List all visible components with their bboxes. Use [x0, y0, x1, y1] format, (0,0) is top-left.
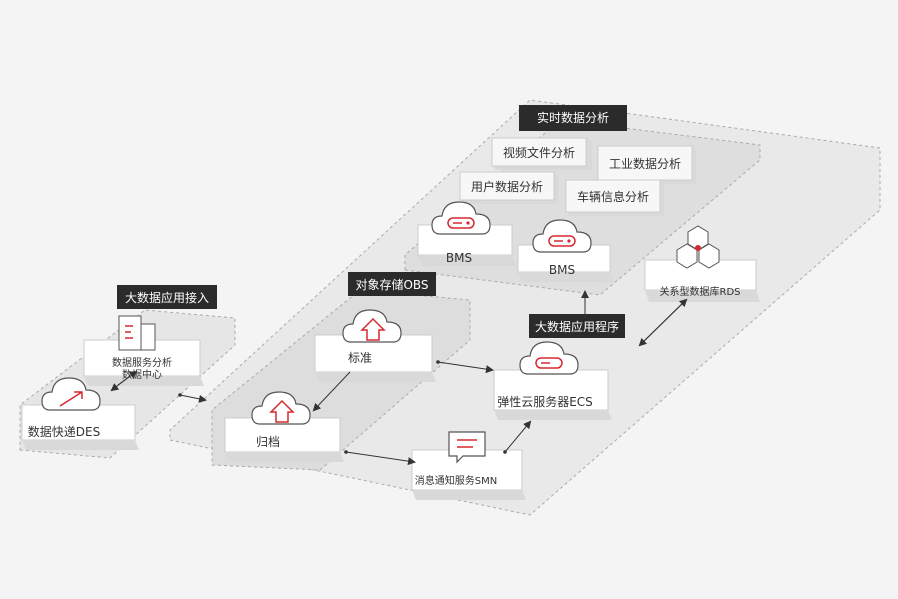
- app-zone: 大数据应用程序: [529, 314, 625, 338]
- des-node-label: 数据快递DES: [28, 424, 100, 439]
- analysis-card-vehicle[interactable]: 车辆信息分析: [565, 179, 664, 216]
- connector-smn-ecs: [504, 420, 532, 453]
- cloud-server-icon: [431, 201, 491, 235]
- access-tag-label: 大数据应用接入: [125, 290, 209, 305]
- analysis-card-video[interactable]: 视频文件分析: [491, 137, 592, 170]
- app-tag: [529, 314, 625, 338]
- data-center-line1: 数据服务分析: [112, 356, 172, 369]
- connector-dots: [178, 360, 507, 454]
- ecs-node[interactable]: 弹性云服务器ECS: [493, 341, 612, 420]
- building-icon: [118, 315, 156, 351]
- connector-archive-smn: [345, 451, 416, 466]
- bms-node-1[interactable]: BMS: [417, 201, 516, 266]
- connector-standard-archive: [312, 371, 351, 412]
- cloud-upload-icon: [251, 391, 311, 425]
- bms-node-1-label: BMS: [446, 251, 472, 265]
- access-tag: [117, 285, 217, 309]
- cloud-upload-icon: [342, 309, 402, 343]
- bms-node-2-label: BMS: [549, 263, 575, 277]
- ecs-node-label: 弹性云服务器ECS: [497, 394, 593, 409]
- smn-node-label: 消息通知服务SMN: [415, 474, 497, 487]
- standard-node-label: 标准: [348, 351, 372, 365]
- connector-standard-ecs: [437, 361, 494, 374]
- rds-node-label: 关系型数据库RDS: [660, 285, 741, 298]
- analysis-card-user-label: 用户数据分析: [471, 179, 543, 194]
- rds-node[interactable]: 关系型数据库RDS: [644, 225, 760, 302]
- archive-node-label: 归档: [256, 435, 280, 449]
- connectors: [110, 290, 688, 466]
- bms-node-2[interactable]: BMS: [517, 219, 614, 282]
- obs-tag: [348, 272, 436, 296]
- analysis-card-user[interactable]: 用户数据分析: [459, 171, 558, 204]
- analysis-card-industry-label: 工业数据分析: [609, 156, 681, 171]
- app-tag-label: 大数据应用程序: [535, 319, 619, 334]
- data-center-node[interactable]: 数据服务分析 数据中心: [83, 315, 204, 386]
- data-center-line2: 数据中心: [122, 368, 162, 381]
- connector-dc-des: [110, 375, 131, 392]
- obs-tag-label: 对象存储OBS: [355, 277, 428, 292]
- cloud-server-icon: [519, 341, 579, 375]
- realtime-tag: [519, 105, 627, 131]
- hexagon-database-icon: [676, 225, 720, 269]
- smn-node[interactable]: 消息通知服务SMN: [411, 431, 526, 500]
- des-node[interactable]: 数据快递DES: [21, 377, 139, 450]
- archive-node[interactable]: 归档: [224, 391, 344, 462]
- cloud-transfer-icon: [41, 377, 101, 411]
- message-icon: [448, 431, 486, 464]
- analysis-card-vehicle-label: 车辆信息分析: [577, 189, 649, 204]
- realtime-tag-label: 实时数据分析: [537, 110, 609, 125]
- analysis-card-video-label: 视频文件分析: [503, 145, 575, 160]
- connector-access-obs: [179, 394, 207, 403]
- standard-node[interactable]: 标准: [314, 309, 436, 382]
- cloud-server-icon: [532, 219, 592, 253]
- connector-ecs-rds: [639, 298, 688, 346]
- analysis-card-industry[interactable]: 工业数据分析: [597, 145, 696, 184]
